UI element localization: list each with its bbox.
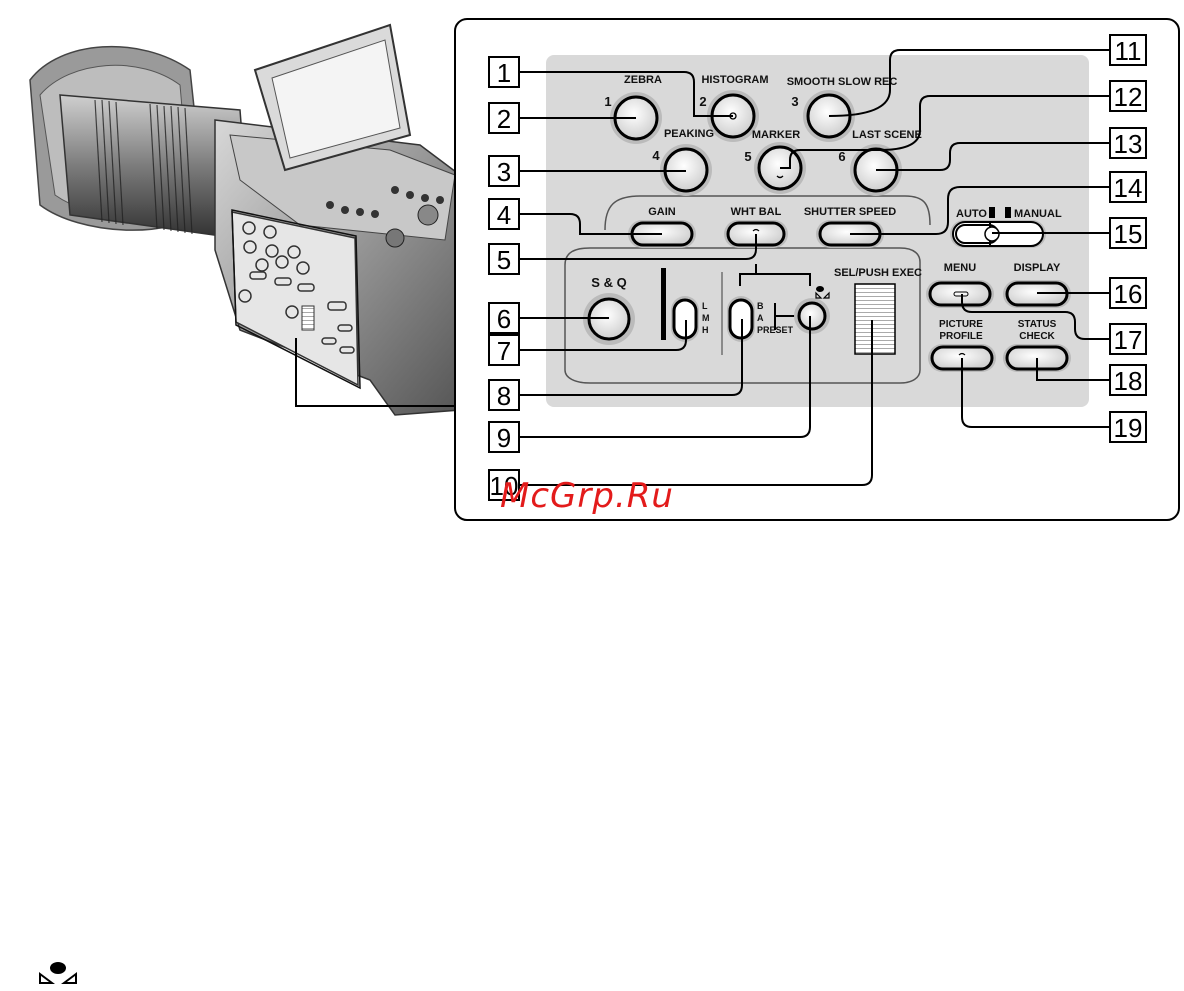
callout-number: 9 [497,423,511,453]
histogram-label: HISTOGRAM [701,74,768,86]
callout-number: 8 [497,381,511,411]
callout-number: 15 [1114,219,1143,249]
callout-19: 19 [1110,412,1146,443]
callout-16: 16 [1110,278,1146,309]
callout-14: 14 [1110,172,1146,203]
callout-number: 14 [1114,173,1143,203]
gain-l-label: L [702,301,708,311]
callout-8: 8 [489,380,519,411]
smooth-slow-rec-label: SMOOTH SLOW REC [787,76,898,88]
wht-bal-label: WHT BAL [731,206,782,218]
callout-9: 9 [489,422,519,453]
shutter-speed-label: SHUTTER SPEED [804,206,896,218]
sel-push-exec-dial[interactable] [855,284,895,354]
callout-number: 18 [1114,366,1143,396]
marker-label: MARKER [752,129,800,141]
assign-4-number: 4 [652,148,660,163]
assign-5-number: 5 [744,149,751,164]
callout-11: 11 [1110,35,1146,66]
sel-push-exec-label: SEL/PUSH EXEC [834,267,922,279]
picture-label: PICTURE [939,319,983,330]
callout-12: 12 [1110,81,1146,112]
callout-number: 19 [1114,413,1143,443]
callout-18: 18 [1110,365,1146,396]
peaking-label: PEAKING [664,128,714,140]
callout-1: 1 [489,57,519,88]
callout-number: 12 [1114,82,1143,112]
assign-3-number: 3 [791,94,798,109]
callout-3: 3 [489,156,519,187]
callout-number: 1 [497,58,511,88]
one-push-wb-button[interactable] [794,298,830,334]
wb-a-label: A [757,313,764,323]
callout-number: 4 [497,200,511,230]
callout-2: 2 [489,103,519,134]
last-scene-label: LAST SCENE [852,129,922,141]
gain-label: GAIN [648,206,676,218]
assign-2-number: 2 [699,94,706,109]
status-label: STATUS [1018,319,1057,330]
callout-13: 13 [1110,128,1146,159]
callout-number: 5 [497,245,511,275]
gain-h-label: H [702,325,709,335]
camcorder-illustration [30,25,460,415]
assign-6-number: 6 [838,149,845,164]
callout-number: 11 [1115,36,1142,66]
callout-6: 6 [489,303,519,334]
gain-switch-track [661,268,666,340]
callout-number: 17 [1114,325,1143,355]
check-label: CHECK [1019,331,1055,342]
watermark: McGrp.Ru [500,476,674,516]
callout-number: 16 [1114,279,1143,309]
sq-label: S & Q [591,275,626,290]
gain-m-label: M [702,313,710,323]
wb-b-label: B [757,301,764,311]
callout-number: 2 [497,104,511,134]
callout-boxes-right: 11 12 13 14 15 16 17 18 19 [1110,35,1146,443]
menu-label: MENU [944,262,976,274]
callout-number: 13 [1114,129,1143,159]
callout-number: 3 [497,157,511,187]
callout-4: 4 [489,199,519,230]
assign-1-number: 1 [604,94,611,109]
zebra-label: ZEBRA [624,74,662,86]
menu-button[interactable] [926,280,994,308]
manual-label: MANUAL [1014,208,1062,220]
callout-number: 7 [497,336,511,366]
callout-15: 15 [1110,218,1146,249]
display-label: DISPLAY [1014,262,1061,274]
one-push-wb-icon-footer [38,962,78,984]
auto-label: AUTO [956,208,987,220]
callout-number: 6 [497,304,511,334]
profile-label: PROFILE [939,331,983,342]
callout-7: 7 [489,335,519,366]
callout-5: 5 [489,244,519,275]
callout-17: 17 [1110,324,1146,355]
